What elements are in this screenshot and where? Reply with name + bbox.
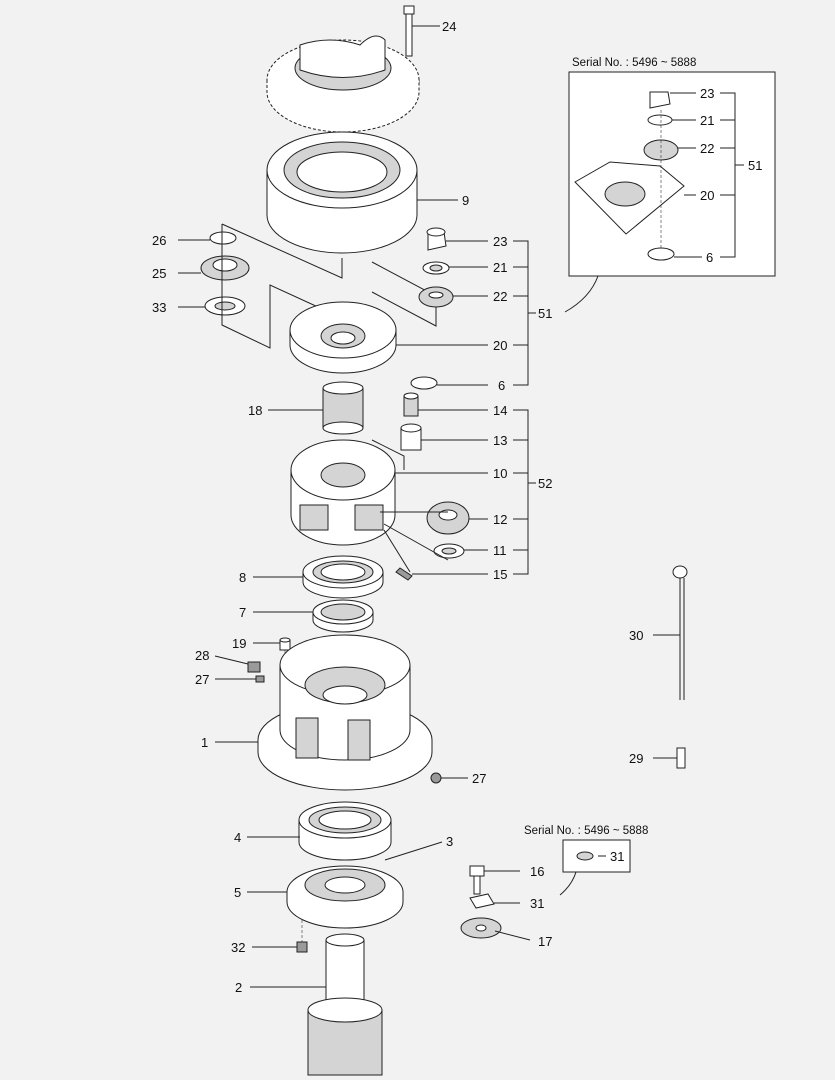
inset-callout-31: 31	[610, 849, 624, 864]
plug-23	[426, 227, 447, 251]
callout-3: 3	[446, 834, 453, 849]
bushing-13	[400, 423, 422, 451]
bolt-32	[296, 920, 308, 953]
callout-28: 28	[195, 648, 209, 663]
inset-callout-20: 20	[700, 188, 714, 203]
group-label-51: 51	[538, 306, 552, 321]
seal-7	[312, 599, 374, 633]
seal-3	[304, 868, 386, 902]
callout-labels: 24 9 26 25 33 23 21 22 20 6 51 18 14 13 …	[152, 19, 762, 995]
pipe-29	[676, 747, 686, 769]
callout-15: 15	[493, 567, 507, 582]
washer-11	[433, 543, 465, 559]
snap-ring-6	[410, 376, 438, 390]
ring-gear-9	[266, 131, 418, 254]
gear-22	[418, 286, 454, 308]
inset-bracket-51	[720, 92, 744, 258]
inset-group-51: 51	[748, 158, 762, 173]
planet-gear-25	[200, 255, 250, 281]
leader-lines	[178, 25, 702, 988]
callout-14: 14	[493, 403, 507, 418]
inset-callout-23: 23	[700, 86, 714, 101]
callout-9: 9	[462, 193, 469, 208]
callout-19: 19	[232, 636, 246, 651]
cover-flange	[266, 35, 420, 133]
callout-30: 30	[629, 628, 643, 643]
callout-21: 21	[493, 260, 507, 275]
inset-callout-6: 6	[706, 250, 713, 265]
group-label-52: 52	[538, 476, 552, 491]
callout-6: 6	[498, 378, 505, 393]
group-bracket-51	[513, 240, 536, 386]
stopper-plate-17	[460, 917, 502, 939]
callout-1: 1	[201, 735, 208, 750]
inset-callout-22: 22	[700, 141, 714, 156]
callout-24: 24	[442, 19, 456, 34]
sun-gear-18	[322, 381, 364, 435]
callout-20: 20	[493, 338, 507, 353]
callout-8: 8	[239, 570, 246, 585]
inset-top-serial: Serial No. : 5496 ~ 5888	[572, 57, 696, 69]
housing-1	[257, 634, 433, 791]
gear-12	[426, 501, 470, 535]
bearing-4	[298, 801, 392, 861]
group-bracket-52	[513, 409, 536, 575]
callout-10: 10	[493, 466, 507, 481]
callout-23: 23	[493, 234, 507, 249]
callout-27-upper: 27	[195, 672, 209, 687]
callout-2: 2	[235, 980, 242, 995]
washer-21	[422, 261, 450, 275]
callout-5: 5	[234, 885, 241, 900]
dipstick-30	[672, 565, 688, 700]
washer-33	[204, 296, 246, 316]
plug-27-lower	[430, 772, 442, 784]
callout-22: 22	[493, 289, 507, 304]
callout-7: 7	[239, 605, 246, 620]
bolt-16	[469, 865, 485, 895]
callout-27-lower: 27	[472, 771, 486, 786]
plug-27-upper	[255, 675, 265, 683]
callout-4: 4	[234, 830, 241, 845]
callout-13: 13	[493, 433, 507, 448]
bearing-8	[302, 555, 384, 599]
callout-31: 31	[530, 896, 544, 911]
pin-14	[403, 392, 419, 417]
spring-pin-15	[395, 567, 413, 581]
bolt-24	[403, 5, 415, 57]
carrier-20	[289, 301, 397, 374]
inset-callout-21: 21	[700, 113, 714, 128]
callout-32: 32	[231, 940, 245, 955]
callout-25: 25	[152, 266, 166, 281]
snap-ring-26	[209, 231, 237, 245]
callout-26: 26	[152, 233, 166, 248]
inset-top: Serial No. : 5496 ~ 5888	[568, 57, 776, 277]
callout-17: 17	[538, 934, 552, 949]
fitting-28	[247, 661, 261, 673]
inset-bottom: Serial No. : 5496 ~ 5888	[524, 825, 648, 873]
callout-12: 12	[493, 512, 507, 527]
callout-16: 16	[530, 864, 544, 879]
pinion-shaft-2	[307, 933, 383, 1076]
callout-18: 18	[248, 403, 262, 418]
callout-29: 29	[629, 751, 643, 766]
lock-washer-31	[469, 893, 495, 909]
carrier-10	[290, 439, 396, 546]
inset-bottom-serial: Serial No. : 5496 ~ 5888	[524, 825, 648, 837]
callout-33: 33	[152, 300, 166, 315]
callout-11: 11	[493, 543, 507, 558]
